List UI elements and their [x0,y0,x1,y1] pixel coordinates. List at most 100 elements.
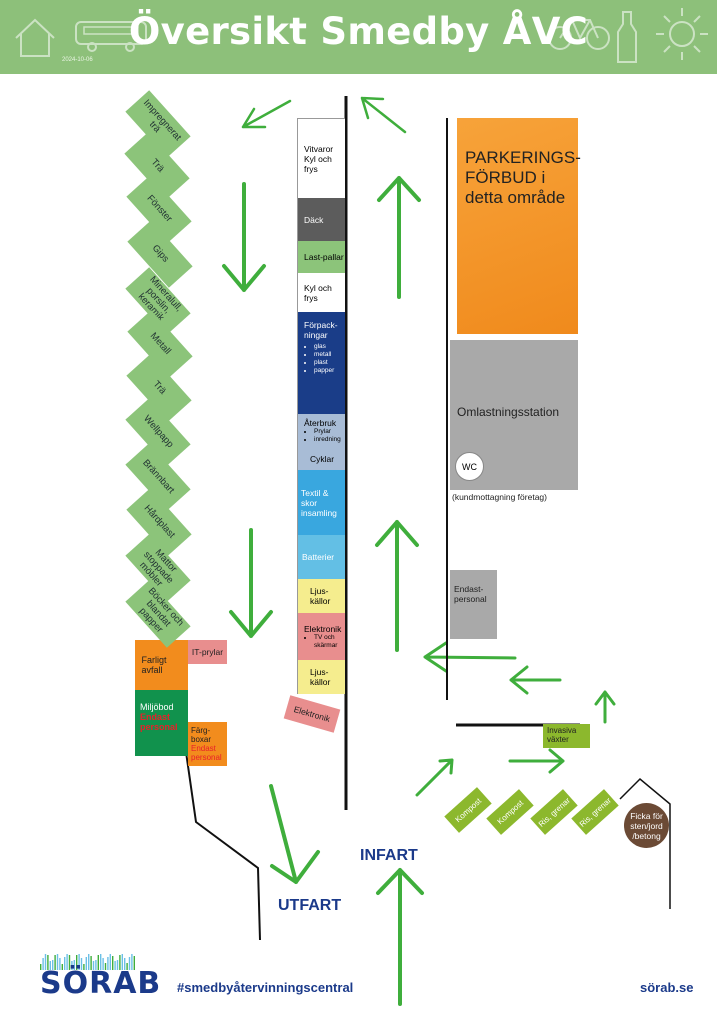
logo-bar [83,964,85,970]
logo-bar [66,954,68,970]
logo-bar [68,955,71,970]
logo-bar [102,958,104,970]
logo-bar [114,961,116,970]
kundmottagning-label: (kundmottagning företag) [452,492,547,502]
bus-icon [75,21,147,52]
logo-bar [131,954,133,970]
forpackningar-container: Förpack-ningar glas metall plast papper [298,312,345,414]
station-label: Omlastningsstation [457,405,560,419]
bicycle-icon [548,19,610,50]
miljobod: Miljöbod Endast personal [135,690,188,756]
logo-bar [73,960,75,970]
logo-bar [44,954,47,970]
sun-icon [656,8,708,60]
wc-badge: WC [455,452,484,481]
logo-bar [124,958,126,970]
hashtag-label: #smedbyåtervinningscentral [177,980,354,995]
arrow-top-center [360,96,407,134]
logo-bar [112,956,114,970]
logo-bar [78,954,80,970]
vitvaror-container: Vitvaror Kyl och frys [298,119,345,198]
logo-bar [80,958,83,970]
arrow-down-1 [222,182,266,292]
arrow-up-infart [376,868,424,1006]
sorab-logo: SÖRAB [40,966,162,1001]
logo-bar [126,963,128,970]
kylfrys-container: Kyl och frys [298,273,345,312]
elektronik-container: Elektronik TV och skärmar [298,613,345,660]
endast-personal-label: Endast-personal [454,584,487,604]
arrow-top-left [241,99,292,129]
header-banner [0,0,717,74]
logo-bar [133,956,135,970]
logo-bar [76,955,78,970]
logo-bar [128,957,131,970]
aterbruk-container: Återbruk Prylar inredning [298,414,345,448]
website-link[interactable]: sörab.se [640,980,694,995]
dack-container: Däck [298,198,345,241]
logo-bar [104,963,107,970]
logo-bar [107,957,109,970]
logo-bar [49,961,51,970]
forpackningar-list: glas metall plast papper [304,343,345,375]
logo-bar [47,955,49,970]
cyklar-container: Cyklar [298,448,345,470]
logo-bar [95,960,97,970]
parking-zone [457,118,578,334]
utfart-label: UTFART [278,897,342,914]
parking-label: PARKERINGS- FÖRBUD i detta område [465,148,581,207]
logo-bar [71,961,73,970]
logo-bar [92,961,95,970]
logo-bar [97,955,99,970]
fargboxar-note: Endast personal [191,744,222,762]
endast-personal-zone [450,570,497,639]
arrow-up-1 [377,176,421,299]
miljobod-note: Endast personal [140,712,178,732]
arrow-left-2 [509,665,562,695]
logo-bar [119,955,121,970]
logo-bar [52,960,54,970]
house-icon [15,18,55,57]
elektronik-list: TV och skärmar [304,634,345,650]
logo-bar [88,954,90,970]
logo-bar [56,954,59,970]
arrow-utfart [269,784,320,884]
fence-line-right [619,777,671,909]
aterbruk-list: Prylar inredning [304,428,345,444]
date-label: 2024-10-06 [62,57,93,63]
logo-bar [100,954,102,970]
arrow-up-2 [375,520,419,652]
logo-bar [59,958,61,970]
fence-line-left [185,751,261,941]
logo-bars-icon [40,954,135,970]
textil-container: Textil & skor insamling [298,470,345,535]
logo-bar [61,964,63,970]
arrow-up-small [594,690,616,724]
arrow-right-small [508,748,565,774]
ljuskallor1-container: Ljus-källor [298,579,345,613]
arrow-left-1 [423,641,517,673]
page-title: Översikt Smedby ÅVC [128,10,589,53]
logo-bar [85,957,87,970]
infart-label: INFART [360,847,418,864]
arrow-down-2 [229,528,273,638]
it-prylar: IT-prylar [188,640,227,664]
invasiva-vaxter: Invasiva växter [543,724,590,748]
logo-bar [109,954,111,970]
farligt-avfall: Farligt avfall [135,640,188,690]
arrow-diag-small [415,758,454,797]
batterier-container: Batterier [298,535,345,579]
logo-bar [42,958,44,970]
logo-bar [54,955,56,970]
logo-bar [116,960,119,970]
logo-bar [64,957,66,970]
logo-bar [90,956,92,970]
ljuskallor2-container: Ljus-källor [298,660,345,694]
fargboxar: Färg-boxar Endast personal [188,722,227,766]
bottle-icon [617,11,637,63]
logo-bar [40,964,42,970]
logo-bar [121,954,123,970]
lastpallar-container: Last-pallar [298,241,345,273]
ficka-sten-jord-betong: Ficka för sten/jord /betong [624,803,669,848]
